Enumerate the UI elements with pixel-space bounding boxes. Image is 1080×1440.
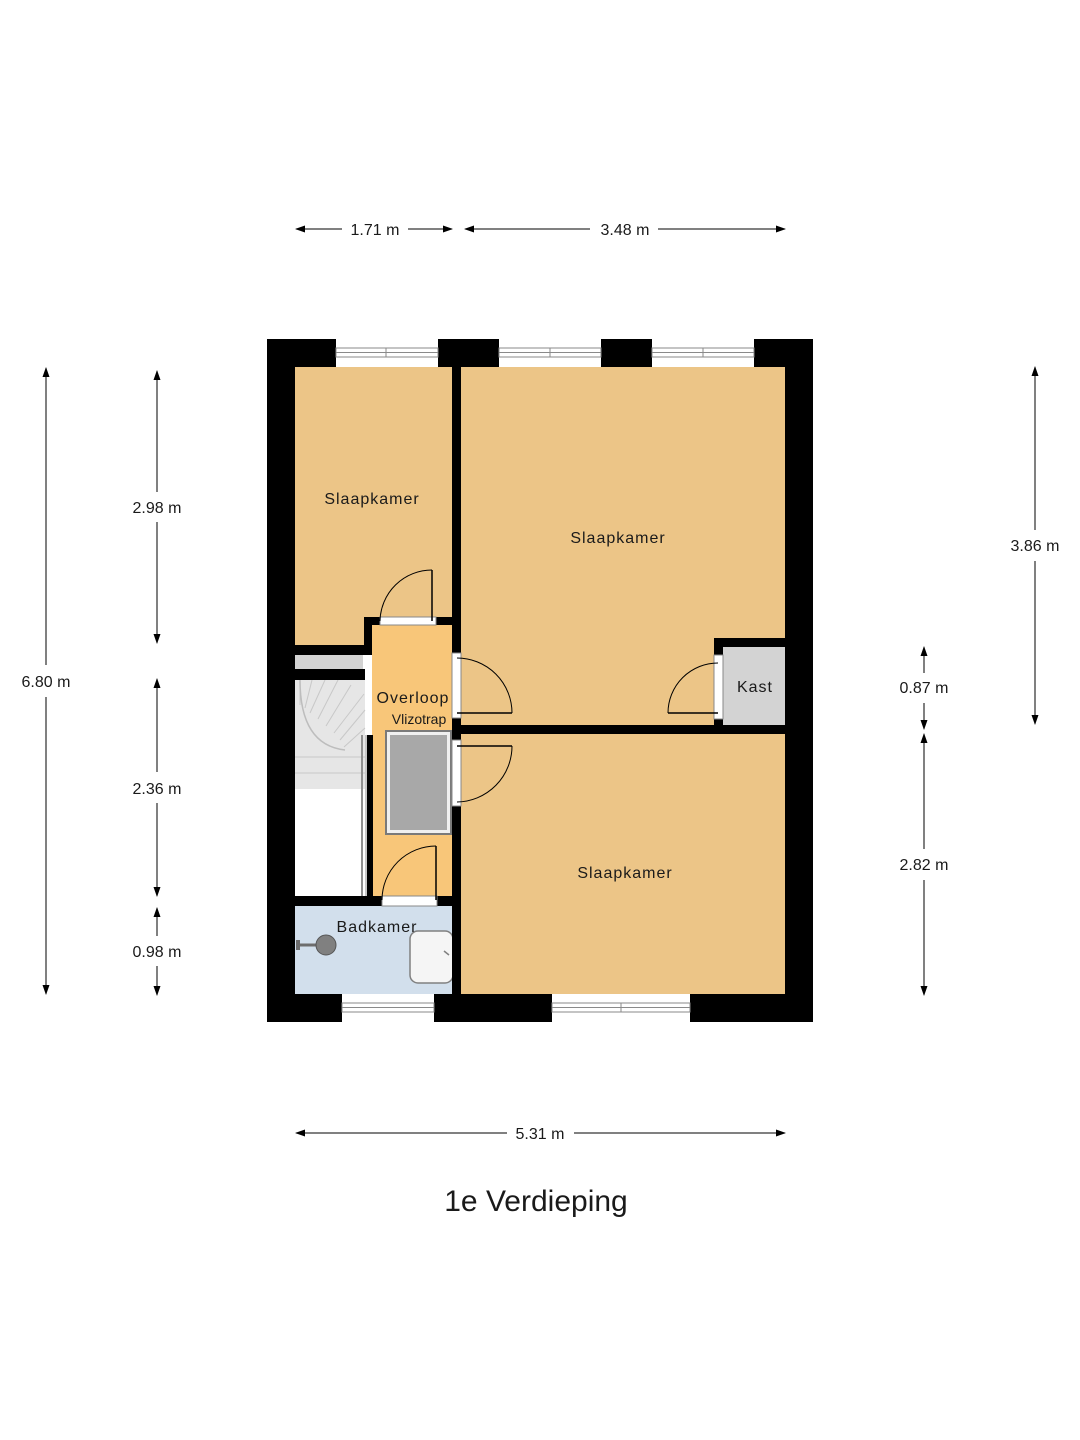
dim-right-upper: 3.86 m xyxy=(1011,538,1060,555)
sink-icon xyxy=(409,930,454,984)
dim-left-middle: 2.36 m xyxy=(133,781,182,798)
dim-left-lower: 0.98 m xyxy=(133,944,182,961)
dimension-lines xyxy=(42,225,1039,1137)
room-label-bedroom-se: Slaapkamer xyxy=(577,865,672,882)
staircase xyxy=(295,679,367,896)
shelf-floor xyxy=(295,655,363,669)
stair-landing-floor xyxy=(295,789,360,896)
dim-right-middle: 0.87 m xyxy=(900,680,949,697)
dim-bottom-total: 5.31 m xyxy=(516,1126,565,1143)
closet-floor xyxy=(723,647,785,725)
dimension-labels: 1.71 m 3.48 m 5.31 m 6.80 m 2.98 m 2.36 … xyxy=(22,222,1060,1143)
dim-right-lower: 2.82 m xyxy=(900,857,949,874)
shower-icon xyxy=(315,934,337,956)
dim-left-total: 6.80 m xyxy=(22,674,71,691)
windows xyxy=(335,347,755,1013)
attic-hatch xyxy=(385,730,452,835)
dim-top-left: 1.71 m xyxy=(351,222,400,239)
dim-top-right: 3.48 m xyxy=(601,222,650,239)
dim-left-upper: 2.98 m xyxy=(133,500,182,517)
room-label-landing: Overloop xyxy=(377,690,450,707)
page-title: 1e Verdieping xyxy=(444,1185,628,1218)
room-label-bathroom: Badkamer xyxy=(337,919,418,936)
room-label-bedroom-ne: Slaapkamer xyxy=(570,530,665,547)
room-label-attic-ladder: Vlizotrap xyxy=(392,711,447,727)
doors xyxy=(379,569,724,907)
walls xyxy=(267,339,813,1022)
room-label-bedroom-nw: Slaapkamer xyxy=(324,491,419,508)
room-label-closet: Kast xyxy=(737,679,773,696)
room-labels: Slaapkamer Slaapkamer Slaapkamer Overloo… xyxy=(324,491,773,936)
bedroom-se-floor xyxy=(461,734,785,994)
bedroom-nw-floor xyxy=(295,367,452,647)
